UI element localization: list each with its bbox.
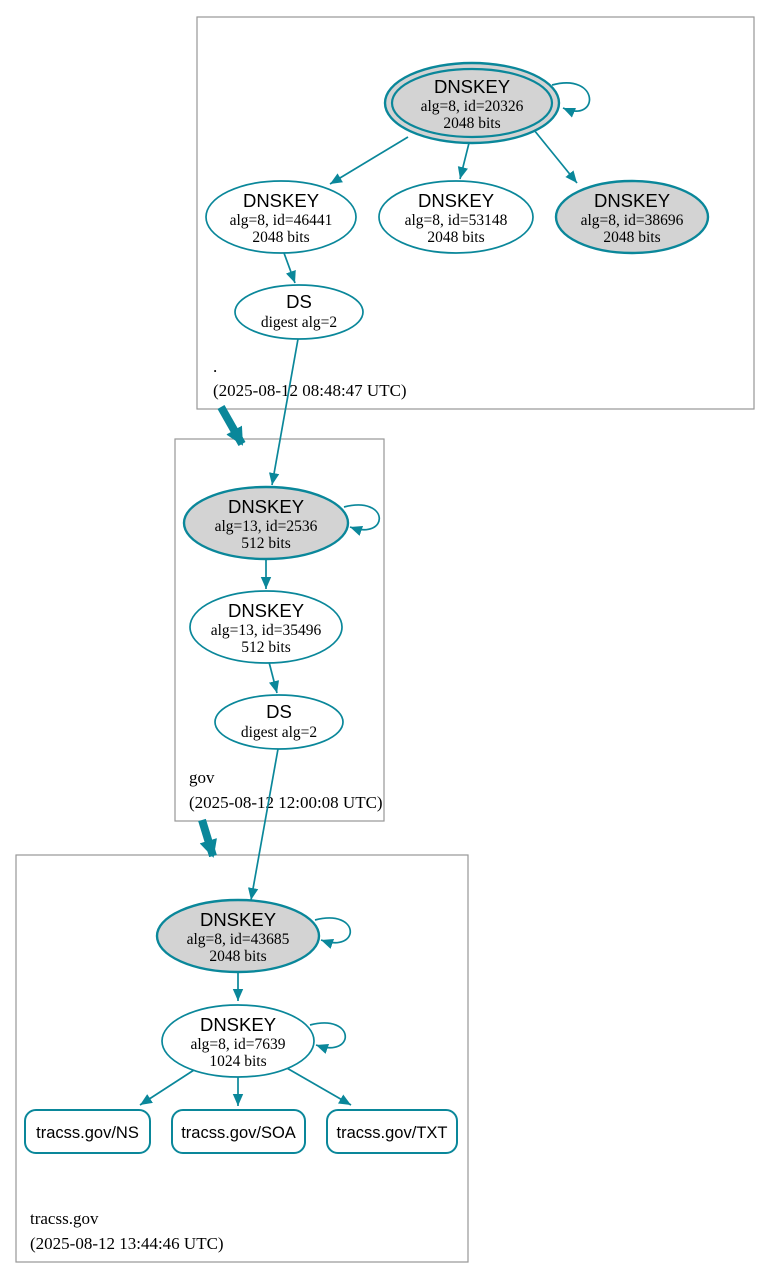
root-ksk-inner-ellipse — [390, 67, 554, 139]
rrset-soa-rect[interactable] — [171, 1109, 306, 1154]
node-gov-ds[interactable]: DS digest alg=2 — [214, 694, 344, 750]
node-bits: 2048 bits — [443, 115, 500, 132]
zone-label-gov: gov — [189, 768, 215, 787]
node-gov-ksk-2536[interactable]: DNSKEY alg=13, id=2536 512 bits — [182, 485, 350, 561]
node-meta: alg=13, id=2536 — [215, 518, 318, 535]
edge-root-ksk-selfloop — [551, 82, 591, 118]
node-title: DNSKEY — [418, 190, 494, 211]
node-tracss-ksk-43685[interactable]: DNSKEY alg=8, id=43685 2048 bits — [155, 898, 321, 974]
tracss-ksk-ellipse[interactable] — [155, 898, 321, 974]
node-meta: alg=8, id=20326 — [421, 98, 524, 115]
rrset-txt-rect[interactable] — [326, 1109, 458, 1154]
edge-zsk-46441-to-ds — [283, 252, 296, 284]
node-meta: alg=13, id=35496 — [211, 622, 322, 639]
node-gov-zsk-35496[interactable]: DNSKEY alg=13, id=35496 512 bits — [189, 590, 343, 664]
delegation-arrow-gov-to-tracss — [198, 818, 217, 858]
tracss-zsk-ellipse[interactable] — [161, 1004, 315, 1078]
gov-ds-ellipse[interactable] — [214, 694, 344, 750]
node-root-zsk-53148[interactable]: DNSKEY alg=8, id=53148 2048 bits — [378, 180, 534, 254]
node-meta: alg=8, id=53148 — [405, 212, 508, 229]
edge-tracss-zsk-to-ns — [139, 1069, 195, 1106]
node-title: DS — [266, 701, 292, 722]
node-meta: alg=8, id=7639 — [191, 1036, 286, 1053]
node-title: DNSKEY — [243, 190, 319, 211]
node-bits: 2048 bits — [427, 229, 484, 246]
node-rrset-tracss-txt[interactable]: tracss.gov/TXT — [326, 1109, 458, 1154]
root-ksk-outer-ellipse[interactable] — [383, 61, 561, 145]
node-bits: 1024 bits — [209, 1053, 266, 1070]
node-bits: 512 bits — [241, 535, 291, 552]
node-title: DNSKEY — [200, 909, 276, 930]
node-bits: 512 bits — [241, 639, 291, 656]
zone-label-tracss-gov: tracss.gov — [30, 1209, 99, 1228]
node-title: DNSKEY — [228, 496, 304, 517]
node-bits: 2048 bits — [603, 229, 660, 246]
node-root-ksk-38696[interactable]: DNSKEY alg=8, id=38696 2048 bits — [554, 179, 710, 255]
node-meta: alg=8, id=38696 — [581, 212, 684, 229]
edge-gov-ksk-selfloop — [343, 504, 381, 536]
edge-root-ds-to-gov-ksk — [268, 338, 299, 486]
edge-root-ksk-to-ksk-38696 — [533, 129, 578, 184]
node-title: DS — [286, 291, 312, 312]
delegation-arrow-root-to-gov — [217, 405, 246, 446]
zsk-46441-ellipse[interactable] — [205, 180, 357, 254]
zone-timestamp-root: (2025-08-12 08:48:47 UTC) — [213, 381, 407, 400]
edge-tracss-zsk-selfloop — [309, 1022, 347, 1054]
node-rrset-tracss-ns[interactable]: tracss.gov/NS — [24, 1109, 151, 1154]
gov-ksk-ellipse[interactable] — [182, 485, 350, 561]
zsk-53148-ellipse[interactable] — [378, 180, 534, 254]
node-meta: alg=8, id=43685 — [187, 931, 290, 948]
edge-tracss-ksk-selfloop — [314, 917, 352, 949]
rrset-label: tracss.gov/TXT — [337, 1124, 448, 1142]
rrset-ns-rect[interactable] — [24, 1109, 151, 1154]
node-tracss-zsk-7639[interactable]: DNSKEY alg=8, id=7639 1024 bits — [161, 1004, 315, 1078]
edge-gov-ds-to-tracss-ksk — [247, 748, 279, 901]
ksk-38696-ellipse[interactable] — [554, 179, 710, 255]
zone-timestamp-tracss-gov: (2025-08-12 13:44:46 UTC) — [30, 1234, 224, 1253]
edge-gov-zsk-to-ds — [268, 661, 280, 694]
node-root-zsk-46441[interactable]: DNSKEY alg=8, id=46441 2048 bits — [205, 180, 357, 254]
gov-zsk-ellipse[interactable] — [189, 590, 343, 664]
node-root-ds[interactable]: DS digest alg=2 — [234, 284, 364, 340]
node-bits: 2048 bits — [209, 948, 266, 965]
node-root-ksk-20326[interactable]: DNSKEY alg=8, id=20326 2048 bits — [383, 61, 561, 145]
zone-label-root: . — [213, 357, 217, 376]
node-meta: alg=8, id=46441 — [230, 212, 333, 229]
edge-root-ksk-to-zsk-53148 — [457, 142, 470, 180]
zone-timestamp-gov: (2025-08-12 12:00:08 UTC) — [189, 793, 383, 812]
node-title: DNSKEY — [434, 76, 510, 97]
rrset-label: tracss.gov/SOA — [181, 1124, 296, 1142]
edge-tracss-zsk-to-txt — [284, 1066, 352, 1106]
node-bits: 2048 bits — [252, 229, 309, 246]
root-ds-ellipse[interactable] — [234, 284, 364, 340]
edge-root-ksk-to-zsk-46441 — [329, 136, 409, 185]
node-title: DNSKEY — [228, 600, 304, 621]
node-meta: digest alg=2 — [241, 724, 317, 741]
node-rrset-tracss-soa[interactable]: tracss.gov/SOA — [171, 1109, 306, 1154]
node-title: DNSKEY — [200, 1014, 276, 1035]
node-meta: digest alg=2 — [261, 314, 337, 331]
node-title: DNSKEY — [594, 190, 670, 211]
rrset-label: tracss.gov/NS — [36, 1124, 139, 1142]
